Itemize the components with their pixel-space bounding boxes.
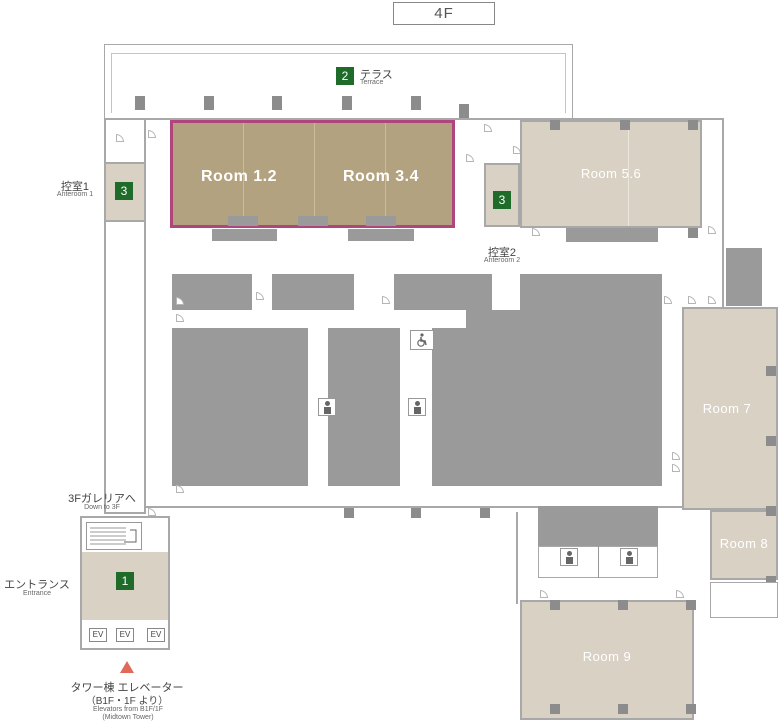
anteroom2-name-jp: 控室2 [487, 247, 517, 259]
room-1-2-label: Room 1.2 [201, 168, 278, 185]
door [148, 508, 156, 516]
service-block [538, 506, 658, 546]
pillar [459, 104, 469, 118]
pillar [411, 508, 421, 518]
partition-line [385, 123, 386, 225]
room-9-label: Room 9 [582, 649, 632, 664]
service-block [520, 274, 662, 310]
pillar [766, 436, 776, 446]
pillar [550, 704, 560, 714]
room-5-6[interactable]: Room 5.6 [520, 120, 702, 228]
pillar [204, 96, 214, 110]
stairs-icon [86, 522, 142, 550]
entrance-name-en: Entrance [22, 590, 52, 597]
pillar [686, 600, 696, 610]
room-8[interactable]: Room 8 [710, 510, 778, 580]
elevator-1: EV [89, 628, 107, 642]
service-block [272, 274, 354, 310]
service-strip [228, 216, 258, 226]
restroom-icon [408, 398, 426, 416]
pillar [766, 506, 776, 516]
restroom-icon [620, 548, 638, 566]
room-8-label: Room 8 [719, 536, 769, 551]
terrace-badge: 2 [336, 67, 354, 85]
anteroom2-badge: 3 [493, 191, 511, 209]
room-3-4-label: Room 3.4 [343, 168, 420, 185]
stair-box [710, 582, 778, 618]
galleria-name-jp: 3Fガレリアへ [68, 493, 136, 505]
room-7[interactable]: Room 7 [682, 307, 778, 510]
tower-line1: タワー棟 エレベーター [70, 682, 184, 694]
partition-line [243, 123, 244, 225]
terrace-name-jp: テラス [360, 69, 393, 81]
pillar [272, 96, 282, 110]
pillar [480, 508, 490, 518]
building-outline-lower-right [516, 512, 518, 604]
pillar [686, 704, 696, 714]
storage-block [566, 228, 658, 242]
service-block [394, 274, 492, 310]
service-strip [366, 216, 396, 226]
restroom-icon [318, 398, 336, 416]
building-outline-lower [168, 506, 518, 508]
corridor [182, 310, 466, 328]
pillar [342, 96, 352, 110]
restroom-divider [598, 546, 599, 578]
room-9[interactable]: Room 9 [520, 600, 694, 720]
door [540, 590, 548, 598]
terrace-inner-line [111, 53, 566, 113]
elevator-3: EV [147, 628, 165, 642]
restroom-icon [560, 548, 578, 566]
terrace-name-en: Terrace [360, 79, 384, 86]
service-block [172, 274, 252, 310]
anteroom2-name-en: Anteroom 2 [483, 257, 521, 264]
service-block [432, 310, 662, 486]
door [676, 590, 684, 598]
pillar [618, 704, 628, 714]
pillar [618, 600, 628, 610]
tower-en1: Elevators from B1F/1F [92, 706, 164, 713]
anteroom1-name-en: Anteroom 1 [56, 191, 94, 198]
room-1-2-3-4-block[interactable]: Room 1.2 Room 3.4 [170, 120, 455, 228]
entrance-name-jp: エントランス [4, 579, 70, 591]
pillar [344, 508, 354, 518]
service-block [172, 328, 308, 486]
pillar [411, 96, 421, 110]
pillar [135, 96, 145, 110]
pillar [766, 576, 776, 586]
room-5-6-label: Room 5.6 [580, 166, 642, 181]
elevator-marker-icon [120, 661, 134, 673]
pillar [550, 600, 560, 610]
entrance-badge: 1 [116, 572, 134, 590]
galleria-name-en: Down to 3F [84, 504, 120, 511]
pillar [766, 366, 776, 376]
service-block [726, 248, 762, 306]
anteroom1-name-jp: 控室1 [60, 181, 90, 193]
tower-line2: （B1F・1F より） [85, 696, 169, 707]
accessible-icon [417, 333, 427, 347]
service-strip [298, 216, 328, 226]
storage-block [212, 229, 277, 241]
pillar [620, 120, 630, 130]
storage-block [348, 229, 414, 241]
elevator-2: EV [116, 628, 134, 642]
room-7-label: Room 7 [702, 401, 752, 416]
partition-line [314, 123, 315, 225]
pillar [550, 120, 560, 130]
tower-en2: (Midtown Tower) [102, 714, 154, 721]
anteroom2 [484, 163, 520, 227]
anteroom1-badge: 3 [115, 182, 133, 200]
partition-line [628, 122, 629, 226]
pillar [688, 120, 698, 130]
floor-label: 4F [393, 2, 495, 25]
pillar [688, 228, 698, 238]
